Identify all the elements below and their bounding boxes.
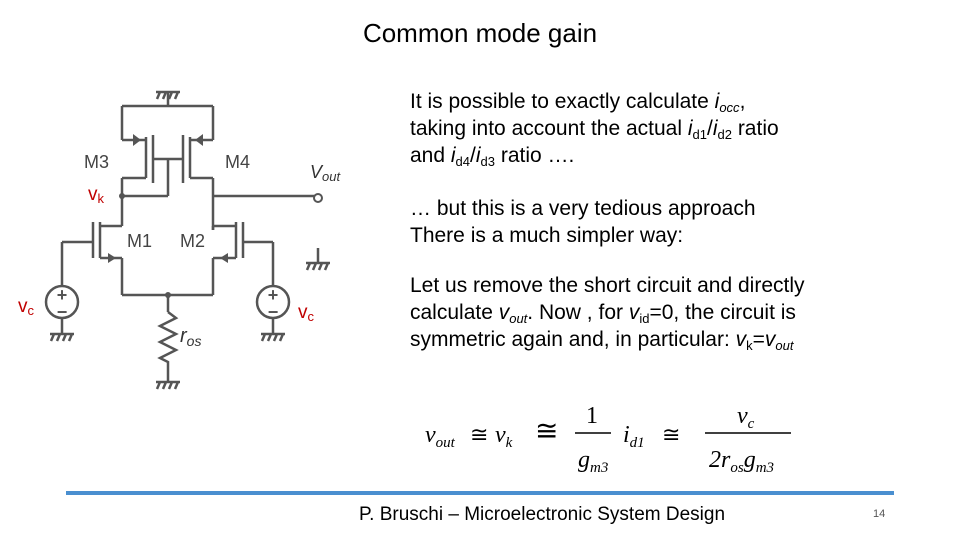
- m4-arrow: [195, 134, 203, 146]
- svg-text:vout: vout: [425, 422, 456, 451]
- ros-resistor: [157, 311, 179, 382]
- vout-terminal: [313, 193, 323, 203]
- page-number: 14: [873, 508, 886, 520]
- tail-node: [165, 292, 171, 298]
- vc-right-plus: +: [268, 285, 279, 305]
- m3-arrow: [133, 134, 141, 146]
- p3-line3: symmetric again and, in particular: vk=v…: [410, 328, 794, 353]
- vc-left-label: vc: [18, 296, 35, 318]
- left-source-ground-symbol: [49, 332, 74, 342]
- svg-text:2rosgm3: 2rosgm3: [709, 447, 774, 476]
- paragraph-tedious-approach: … but this is a very tedious approach Th…: [410, 195, 756, 249]
- footer-course-title: P. Bruschi – Microelectronic System Desi…: [358, 504, 726, 525]
- m2-arrow: [220, 253, 228, 263]
- svg-text:1: 1: [586, 403, 598, 429]
- p2-line2: There is a much simpler way:: [410, 224, 684, 247]
- svg-text:≅: ≅: [662, 422, 680, 447]
- paragraph-simpler-way: Let us remove the short circuit and dire…: [410, 272, 805, 353]
- svg-text:gm3: gm3: [578, 447, 608, 476]
- vout-label: Vout: [310, 162, 341, 184]
- p2-line1: … but this is a very tedious approach: [410, 197, 756, 220]
- vk-node: [119, 193, 125, 199]
- bottom-ground-symbol: [155, 380, 180, 390]
- p3-line1: Let us remove the short circuit and dire…: [410, 274, 805, 297]
- footer-divider: [66, 491, 894, 495]
- svg-text:vc: vc: [737, 403, 755, 432]
- vc-left-minus: −: [57, 302, 68, 322]
- svg-text:vk: vk: [495, 422, 513, 451]
- m4-label: M4: [225, 152, 250, 172]
- p1-line3: and id4/id3 ratio ….: [410, 144, 575, 169]
- p1-line2: taking into account the actual id1/id2 r…: [410, 117, 779, 142]
- vc-right-label: vc: [298, 302, 315, 324]
- m3-label: M3: [84, 152, 109, 172]
- m1-label: M1: [127, 231, 152, 251]
- m1-arrow: [108, 253, 116, 263]
- m2-transistor: [211, 222, 245, 295]
- p1-line1: It is possible to exactly calculate iocc…: [410, 90, 746, 115]
- ros-label: ros: [180, 325, 201, 349]
- right-source-ground-symbol: [260, 332, 285, 342]
- svg-text:≅: ≅: [470, 422, 488, 447]
- p3-line2: calculate vout. Now , for vid=0, the cir…: [410, 301, 796, 326]
- slide-title: Common mode gain: [362, 18, 598, 48]
- m1-transistor: [91, 196, 124, 295]
- vc-right-minus: −: [268, 302, 279, 322]
- differential-pair-circuit-diagram: M3 M4 M1 M2 Vout ros vk vc vc + − + −: [18, 90, 341, 390]
- svg-text:id1: id1: [623, 422, 645, 451]
- m2-label: M2: [180, 231, 205, 251]
- output-ground-symbol: [305, 261, 330, 271]
- common-mode-gain-formula: vout ≅ vk ≅ 1 gm3 id1 ≅ vc 2rosgm3: [425, 403, 791, 476]
- vc-left-plus: +: [57, 285, 68, 305]
- svg-text:≅: ≅: [535, 416, 558, 447]
- vk-label: vk: [88, 184, 105, 206]
- paragraph-exact-calculation: It is possible to exactly calculate iocc…: [410, 88, 779, 169]
